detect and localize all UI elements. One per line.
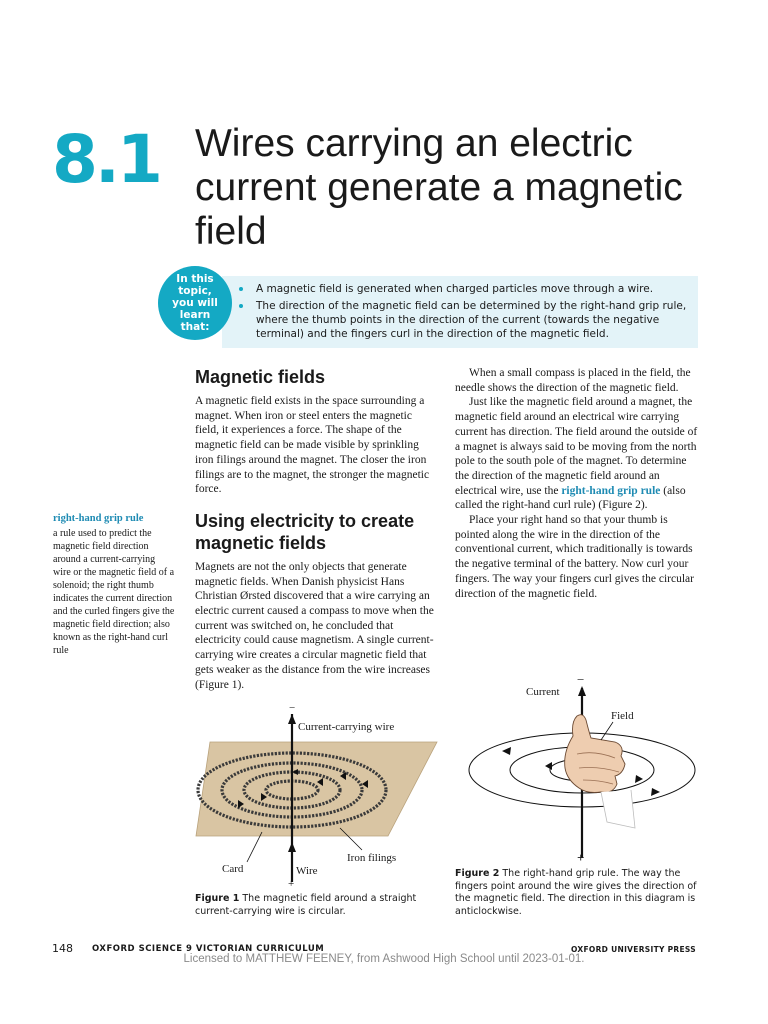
- figure-1-plus-sign: +: [288, 878, 294, 888]
- paragraph: When a small compass is placed in the fi…: [455, 367, 691, 394]
- key-term-link[interactable]: right-hand grip rule: [561, 484, 661, 497]
- figure-1-label-wire: Wire: [296, 865, 318, 877]
- figure-1-label-iron-filings: Iron filings: [347, 852, 396, 864]
- card-leader-line: [246, 831, 263, 863]
- learning-badge: In this topic, you will learn that:: [158, 266, 232, 340]
- figure-2-plus-sign: +: [577, 850, 584, 865]
- text-run: Just like the magnetic field around a ma…: [455, 396, 698, 497]
- paragraph: Just like the magnetic field around a ma…: [455, 395, 698, 513]
- right-column: When a small compass is placed in the fi…: [455, 366, 698, 601]
- figure-2-caption-text: The right-hand grip rule. The way the fi…: [455, 868, 697, 917]
- figure-1-caption-text: The magnetic field around a straight cur…: [195, 893, 417, 917]
- figure-2-diagram: Current − Field +: [468, 672, 696, 865]
- learning-objective-item: A magnetic field is generated when charg…: [238, 282, 688, 296]
- figure-2-label-field: Field: [611, 710, 634, 722]
- paragraph: Place your right hand so that your thumb…: [455, 514, 694, 600]
- figure-1-diagram: − Current-carrying wire Iron filings Car…: [195, 702, 438, 888]
- field-arrows: [502, 747, 660, 796]
- figure-1-caption-label: Figure 1: [195, 893, 240, 904]
- glossary-term: right-hand grip rule: [53, 513, 144, 524]
- learning-objectives-box: A magnetic field is generated when charg…: [222, 276, 698, 348]
- right-hand-illustration: [564, 714, 636, 829]
- section-heading-using-electricity: Using electricity to create magnetic fie…: [195, 510, 415, 553]
- license-watermark: Licensed to MATTHEW FEENEY, from Ashwood…: [183, 953, 585, 965]
- figure-2-caption-label: Figure 2: [455, 868, 500, 879]
- paragraph: A magnetic field exists in the space sur…: [195, 395, 430, 496]
- series-title: OXFORD SCIENCE 9 VICTORIAN CURRICULUM: [92, 944, 325, 954]
- card-shape: [195, 741, 438, 837]
- paragraph: Magnets are not the only objects that ge…: [195, 560, 434, 691]
- publisher-name: OXFORD UNIVERSITY PRESS: [571, 945, 696, 954]
- filings-leader-line: [339, 827, 363, 851]
- figure-1-caption: Figure 1 The magnetic field around a str…: [195, 893, 435, 918]
- figure-2-caption: Figure 2 The right-hand grip rule. The w…: [455, 868, 698, 918]
- figure-1-label-wire-top: Current-carrying wire: [298, 721, 394, 733]
- page-title: Wires carrying an electric current gener…: [195, 122, 683, 253]
- glossary-definition: a rule used to predict the magnetic fiel…: [53, 528, 175, 656]
- current-arrow-lower: [288, 842, 296, 852]
- current-arrow-up: [288, 714, 296, 724]
- learning-objective-item: The direction of the magnetic field can …: [238, 299, 688, 341]
- field-leader-line: [600, 721, 614, 741]
- learning-badge-text: In this topic, you will learn that:: [172, 273, 218, 333]
- current-arrow: [578, 686, 586, 696]
- figure-2-minus-sign: −: [577, 672, 584, 687]
- figure-1-minus-sign: −: [289, 702, 295, 714]
- page-number: 148: [52, 942, 73, 955]
- section-heading-magnetic-fields: Magnetic fields: [195, 367, 326, 387]
- figure-2-label-current: Current: [526, 686, 560, 698]
- chapter-number: 8.1: [52, 121, 163, 198]
- learning-objectives-list: A magnetic field is generated when charg…: [238, 282, 688, 344]
- text-run: (also called the right-hand curl rule) (…: [455, 484, 686, 512]
- compass-arrows: [238, 769, 368, 808]
- left-column: Magnetic fields A magnetic field exists …: [195, 366, 437, 692]
- figure-1-label-card: Card: [222, 863, 244, 875]
